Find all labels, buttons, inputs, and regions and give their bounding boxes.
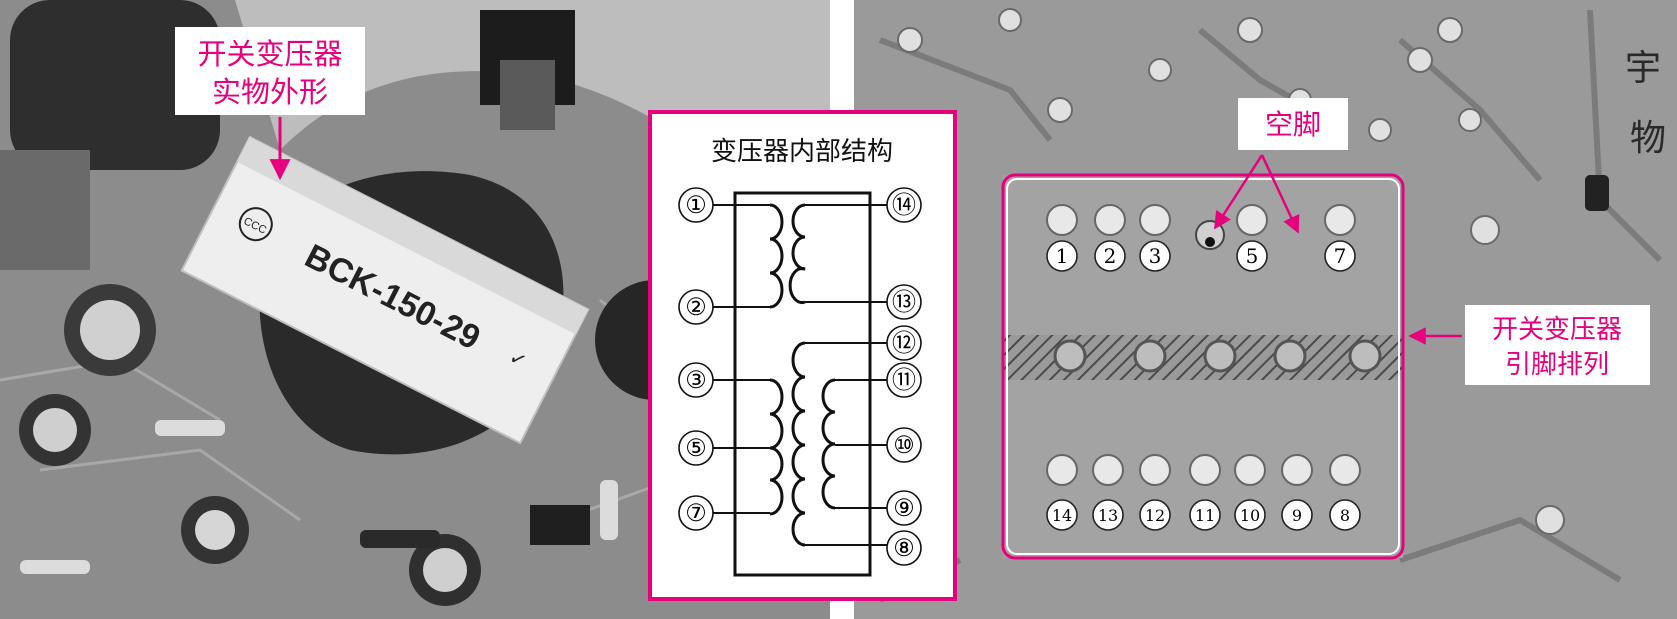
pin-area-frame [1001, 173, 1405, 560]
schematic-pin-3: ③ [678, 362, 714, 398]
bottom-pin-14: 14 [1046, 499, 1078, 531]
solder-pads-top [897, 8, 1565, 535]
schematic-pin-12: ⑫ [886, 325, 922, 361]
callout-line-2: 实物外形 [212, 75, 328, 109]
schematic-title: 变压器内部结构 [711, 137, 893, 167]
pcb-back-panel: 宇 物 1 [854, 0, 1677, 619]
band-holes [1053, 339, 1382, 373]
schematic-right-pins: ⑭ ⑬ ⑫ ⑪ ⑩ ⑨ ⑧ [886, 187, 922, 566]
svg-text:⑩: ⑩ [893, 431, 915, 459]
svg-text:10: 10 [1240, 506, 1260, 525]
bottom-pin-13: 13 [1092, 499, 1124, 531]
empty-pin-arrow-1 [1213, 154, 1264, 230]
svg-text:5: 5 [1246, 244, 1259, 268]
board-print-glyph: 宇 [1625, 48, 1661, 89]
svg-text:7: 7 [1334, 244, 1347, 268]
svg-text:12: 12 [1145, 506, 1165, 525]
svg-text:2: 2 [1104, 244, 1117, 268]
schematic-pin-10: ⑩ [886, 427, 922, 463]
svg-text:⑫: ⑫ [892, 329, 916, 357]
secondary-winding-coils [788, 203, 836, 547]
bottom-pin-10: 10 [1234, 499, 1266, 531]
svg-text:③: ③ [685, 366, 707, 394]
bottom-pin-11: 11 [1189, 499, 1221, 531]
top-row-labels: 1 2 3 5 7 [1046, 240, 1356, 272]
transformer-body [733, 191, 872, 577]
primary-winding-coils [769, 203, 784, 516]
top-row-pads [1046, 204, 1356, 236]
schematic-pin-7: ⑦ [678, 495, 714, 531]
top-pin-5: 5 [1236, 240, 1268, 272]
transformer-label-block: CCC BCK-150-29 ✓ [180, 135, 590, 445]
side-label-line-2: 引脚排列 [1505, 350, 1609, 380]
svg-text:⑭: ⑭ [892, 191, 916, 219]
pin-area-frame-inner [1006, 178, 1400, 555]
schematic-pin-13: ⑬ [886, 284, 922, 320]
schematic-pin-8: ⑧ [886, 530, 922, 566]
empty-pin-label: 空脚 [1265, 108, 1321, 141]
svg-text:⑦: ⑦ [685, 499, 707, 527]
svg-text:⑨: ⑨ [893, 494, 915, 522]
svg-text:14: 14 [1052, 506, 1072, 525]
svg-text:9: 9 [1292, 506, 1302, 525]
callout-box [175, 27, 365, 115]
side-label-line-1: 开关变压器 [1492, 315, 1622, 345]
schematic-panel: 变压器内部结构 [648, 110, 957, 601]
side-label-box [1465, 305, 1650, 385]
capacitor-large-top [10, 0, 220, 170]
top-pin-3: 3 [1139, 240, 1171, 272]
callout-line-1: 开关变压器 [197, 37, 342, 71]
bottom-pin-9: 9 [1281, 499, 1313, 531]
winding-leads [713, 204, 887, 546]
schematic-pin-5: ⑤ [678, 430, 714, 466]
empty-pin-hole [1205, 237, 1215, 247]
bottom-pin-8: 8 [1329, 499, 1361, 531]
schematic-pin-14: ⑭ [886, 187, 922, 223]
schematic-left-pins: ① ② ③ ⑤ ⑦ [678, 187, 714, 531]
svg-text:⑤: ⑤ [685, 434, 707, 462]
svg-text:⑬: ⑬ [892, 288, 916, 316]
filter-capacitor-left [0, 150, 90, 270]
svg-text:3: 3 [1149, 244, 1162, 268]
metal-shield [235, 0, 830, 260]
schematic-pin-9: ⑨ [886, 490, 922, 526]
top-pin-2: 2 [1094, 240, 1126, 272]
empty-pin-callout [1238, 98, 1348, 150]
schematic-pin-11: ⑪ [886, 362, 922, 398]
empty-pin-arrow-2 [1260, 154, 1300, 234]
svg-text:11: 11 [1195, 506, 1215, 525]
bottom-row-labels: 14 13 12 11 10 9 [1046, 499, 1361, 531]
svg-text:⑪: ⑪ [892, 366, 916, 394]
svg-text:8: 8 [1340, 506, 1350, 525]
small-components [20, 420, 618, 574]
bottom-pin-12: 12 [1139, 499, 1171, 531]
svg-text:1: 1 [1056, 244, 1069, 268]
top-pin-1: 1 [1046, 240, 1078, 272]
schematic-pin-1: ① [678, 187, 714, 223]
schematic-pin-2: ② [678, 289, 714, 325]
board-print-glyph: 物 [1630, 118, 1666, 159]
regulator-tab [500, 60, 555, 130]
svg-text:②: ② [685, 293, 707, 321]
svg-text:13: 13 [1098, 506, 1118, 525]
svg-text:⑧: ⑧ [893, 534, 915, 562]
dark-component [1585, 175, 1609, 211]
bottom-row-pads [1046, 454, 1361, 486]
svg-text:①: ① [685, 191, 707, 219]
top-pin-7: 7 [1324, 240, 1356, 272]
ccc-mark-icon [238, 207, 273, 242]
